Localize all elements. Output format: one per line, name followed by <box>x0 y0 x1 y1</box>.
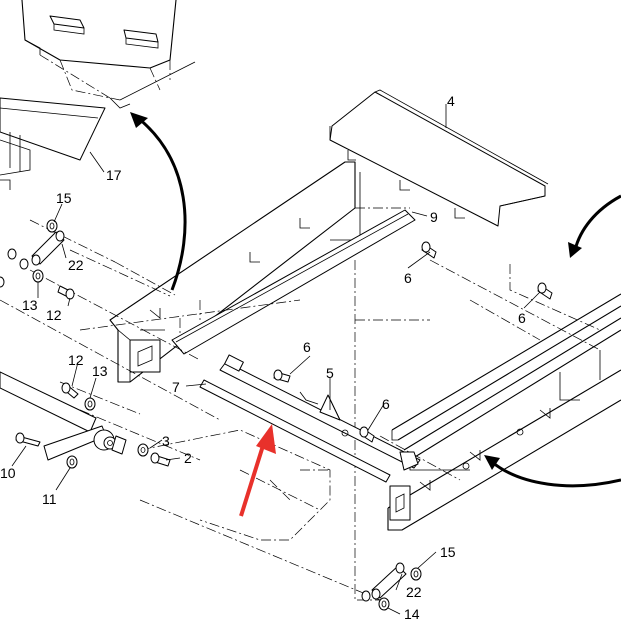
part-3-washer <box>137 443 149 457</box>
relation-arrowhead-right-top <box>568 242 582 258</box>
part-22-damper-lower <box>361 562 407 602</box>
part-4-cover <box>329 89 549 227</box>
part-22-damper-upper <box>7 230 65 270</box>
callout-13: 13 <box>92 363 108 379</box>
relation-arrowhead-right-bottom <box>484 455 500 470</box>
part-15-ring-upper <box>46 219 58 233</box>
callout-11: 11 <box>42 491 57 507</box>
highlight-arrow <box>239 424 276 517</box>
callout-13: 13 <box>22 297 38 313</box>
frame-right-rail <box>391 293 621 471</box>
part-14-ring-lower <box>378 597 390 611</box>
callout-labels: 4 9 6 17 15 22 13 12 6 6 5 7 12 13 6 3 2… <box>0 93 526 622</box>
inset-bracket-right <box>123 29 159 49</box>
part-10-pin <box>15 432 41 447</box>
relation-arrow-left <box>137 116 187 291</box>
part-9-strip <box>171 209 416 355</box>
callout-22: 22 <box>68 257 84 273</box>
callout-5: 5 <box>326 365 334 381</box>
callout-15: 15 <box>440 544 456 560</box>
callout-3: 3 <box>162 433 170 449</box>
part-12-pin-middle <box>61 382 79 399</box>
callout-6: 6 <box>382 396 390 412</box>
part-2-screw <box>150 452 171 467</box>
part-6-screw-a <box>421 241 437 259</box>
callout-10: 10 <box>0 465 16 481</box>
callout-6: 6 <box>404 270 412 286</box>
callout-17: 17 <box>106 167 122 183</box>
part-6-screw-d <box>359 426 375 443</box>
inset-bracket-left <box>49 15 85 35</box>
part-15-ring-lower <box>410 567 422 581</box>
upper-assembly-inset <box>21 0 196 109</box>
callout-9: 9 <box>430 209 438 225</box>
callout-14: 14 <box>404 606 420 622</box>
part-10-lever <box>0 371 127 461</box>
callout-12: 12 <box>46 307 62 323</box>
callout-4: 4 <box>447 93 455 109</box>
part-6-screw-c <box>273 369 291 383</box>
callout-22: 22 <box>406 584 422 600</box>
part-5-shaft <box>219 354 421 471</box>
callout-12: 12 <box>68 352 84 368</box>
callout-15: 15 <box>56 190 72 206</box>
construction-lines <box>0 219 601 601</box>
part-11-ring <box>66 455 78 469</box>
part-12-pin-upper <box>57 285 75 300</box>
part-17-bracket <box>0 97 106 190</box>
callout-2: 2 <box>184 450 192 466</box>
frame-left-rail <box>109 161 410 383</box>
leader-lines <box>11 104 541 615</box>
frame-bottom-rail <box>387 369 621 531</box>
callout-6: 6 <box>303 339 311 355</box>
relation-arrow-right-bottom <box>491 460 621 488</box>
part-6-screw-b <box>537 282 553 300</box>
relation-arrow-right-top <box>573 194 621 251</box>
part-13-ring-upper <box>32 269 44 283</box>
part-13-ring-middle <box>84 397 96 411</box>
callout-7: 7 <box>172 379 180 395</box>
callout-6: 6 <box>518 310 526 326</box>
part-0-small-ring <box>0 276 5 288</box>
relation-arrowhead-left <box>130 112 148 128</box>
